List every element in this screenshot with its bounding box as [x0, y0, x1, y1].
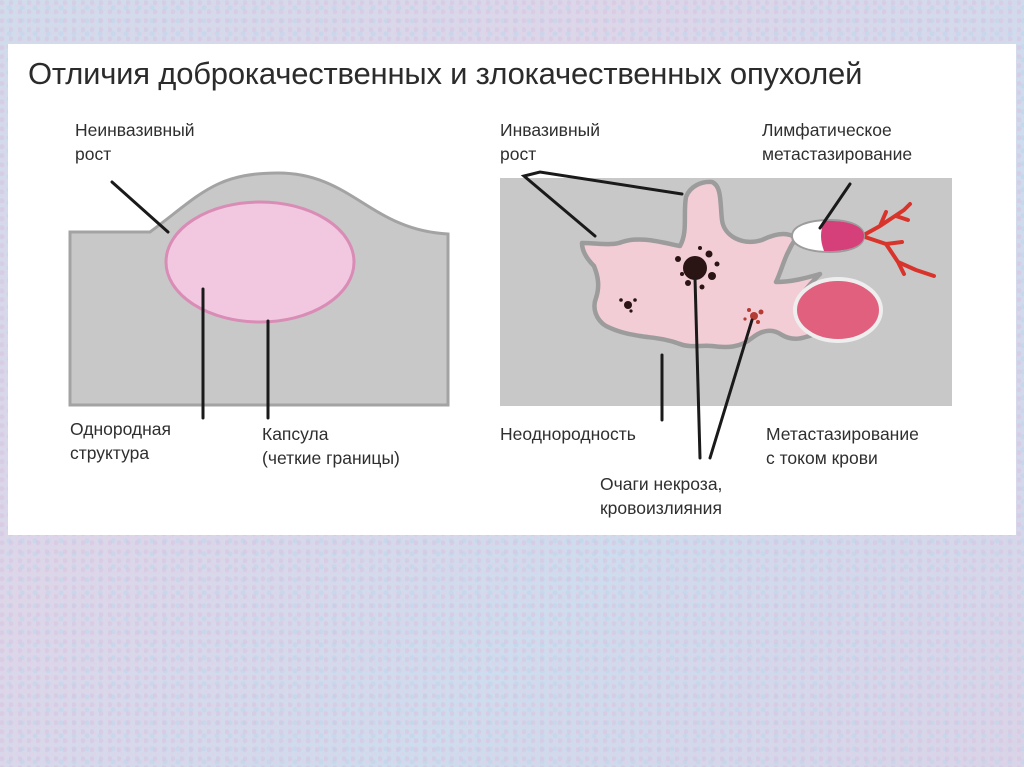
label-line: рост	[75, 142, 195, 166]
page-title: Отличия доброкачественных и злокачествен…	[28, 56, 1008, 92]
label-line: Лимфатическое	[762, 118, 912, 142]
label-line: (четкие границы)	[262, 446, 400, 470]
label-line: Капсула	[262, 422, 400, 446]
label-noninvasive-growth: Неинвазивный рост	[75, 118, 195, 166]
label-invasive-growth: Инвазивный рост	[500, 118, 600, 166]
label-homogeneous-structure: Однородная структура	[70, 417, 171, 465]
blood-metastasis	[795, 279, 881, 341]
label-necrosis-foci: Очаги некроза, кровоизлияния	[600, 472, 722, 520]
label-lymphatic-metastasis: Лимфатическое метастазирование	[762, 118, 912, 166]
label-line: структура	[70, 441, 171, 465]
label-line: Неинвазивный	[75, 118, 195, 142]
label-blood-metastasis: Метастазирование с током крови	[766, 422, 919, 470]
label-capsule: Капсула (четкие границы)	[262, 422, 400, 470]
label-line: метастазирование	[762, 142, 912, 166]
label-line: кровоизлияния	[600, 496, 722, 520]
label-line: рост	[500, 142, 600, 166]
label-heterogeneity: Неоднородность	[500, 422, 636, 446]
label-line: с током крови	[766, 446, 919, 470]
label-line: Однородная	[70, 417, 171, 441]
label-line: Очаги некроза,	[600, 472, 722, 496]
label-line: Метастазирование	[766, 422, 919, 446]
benign-tumor	[166, 202, 354, 322]
label-line: Инвазивный	[500, 118, 600, 142]
label-line: Неоднородность	[500, 422, 636, 446]
